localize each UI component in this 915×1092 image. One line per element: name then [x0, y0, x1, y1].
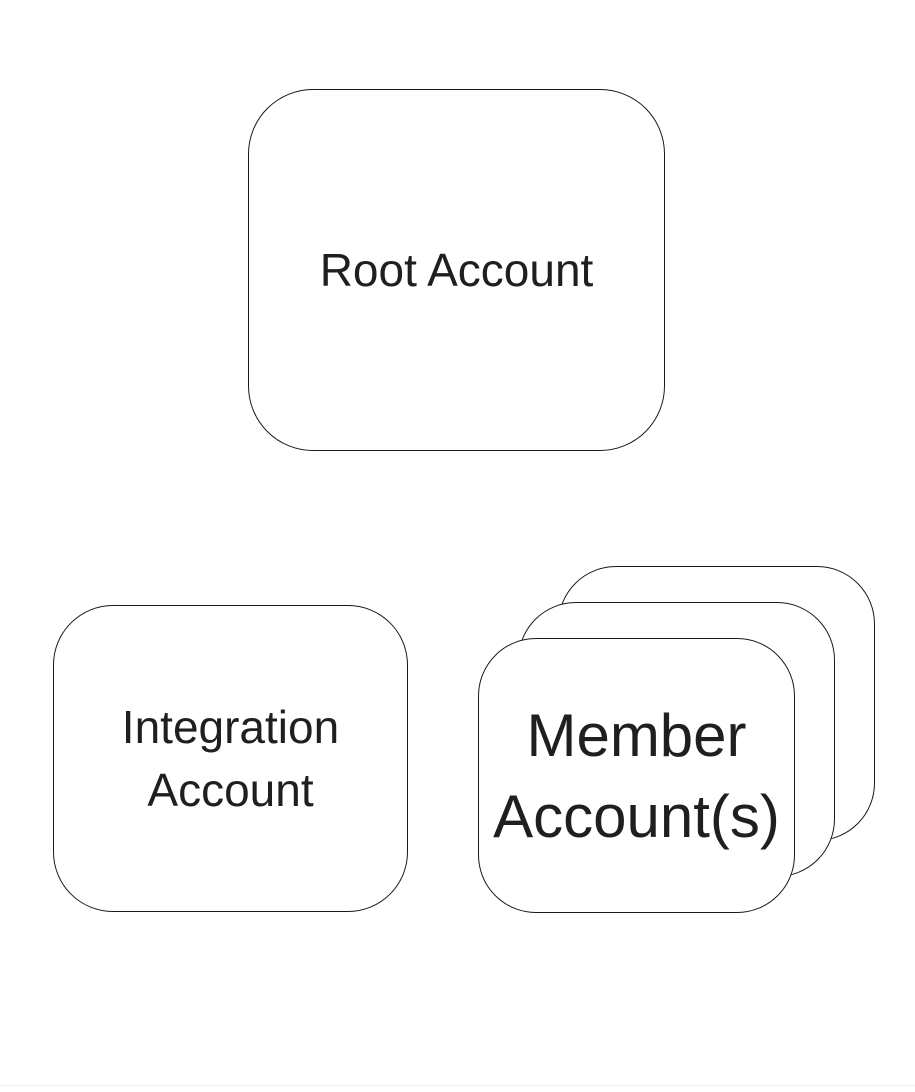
- node-root-account-label: Root Account: [319, 243, 594, 296]
- node-integration-account-label: Integration Account: [121, 701, 340, 816]
- node-member-accounts-label: Member Account(s): [493, 701, 780, 850]
- bottom-divider-line: [0, 1085, 915, 1086]
- node-member-accounts: Member Account(s): [478, 638, 795, 913]
- node-integration-account: Integration Account: [53, 605, 408, 912]
- node-root-account: Root Account: [248, 89, 665, 451]
